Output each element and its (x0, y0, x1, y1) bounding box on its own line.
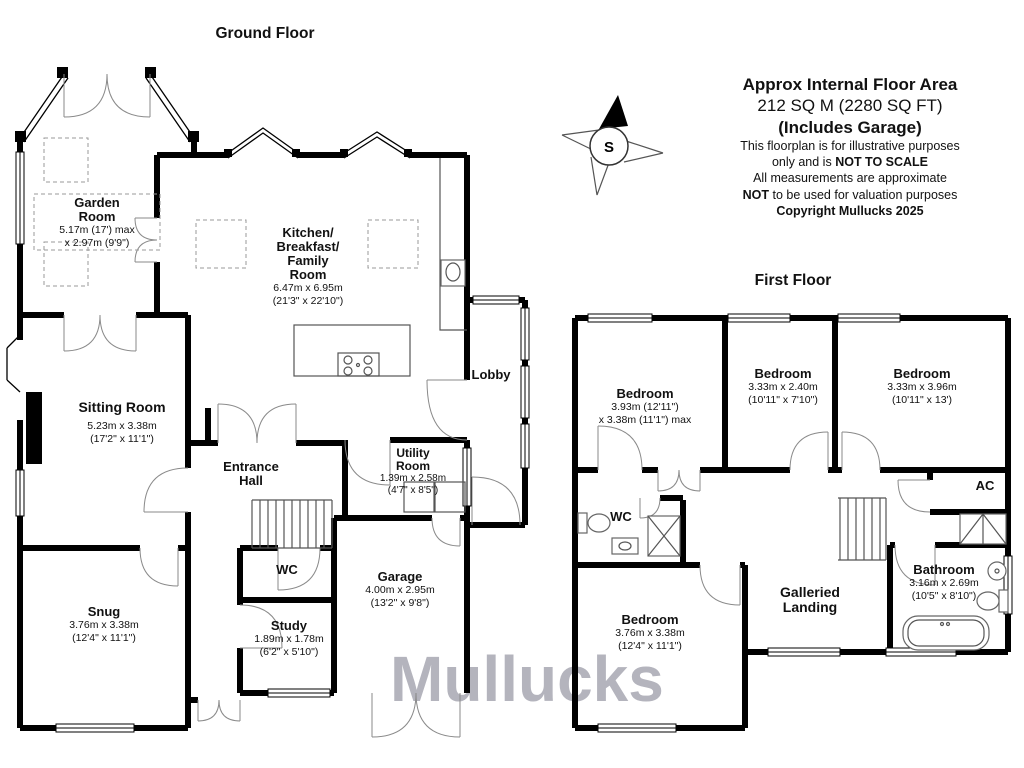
room-label-ac: AC (975, 478, 995, 493)
includes-garage-note: (Includes Garage) (778, 117, 922, 137)
room-dims: 3.93m (12'11") (611, 401, 679, 414)
room-dims: x 3.38m (11'1") max (598, 413, 692, 426)
compass-letter: S (604, 139, 614, 156)
room-label-bedroom-4: Bedroom 3.76m x 3.38m (12'4" x 11'1") (615, 612, 685, 652)
room-label-sitting-room: Sitting Room 5.23m x 3.38m (17'2" x 11'1… (78, 399, 166, 445)
mullucks-watermark: Mullucks (390, 643, 664, 715)
room-name: Bathroom (913, 562, 975, 577)
room-label-kitchen: Kitchen/ Breakfast/ Family Room 6.47m x … (272, 225, 344, 307)
room-dims: (10'5" x 8'10") (911, 589, 977, 602)
room-label-bathroom: Bathroom 3.16m x 2.69m (10'5" x 8'10") (909, 562, 979, 602)
first-floor-fixtures (577, 497, 1009, 651)
ground-floor-plan (6, 67, 530, 738)
room-dims: 3.76m x 3.38m (69, 619, 139, 632)
copyright-line: Copyright Mullucks 2025 (776, 203, 924, 218)
room-dims: (10'11" x 7'10") (748, 393, 818, 406)
room-name: Bedroom (754, 366, 812, 381)
room-dims: 5.23m x 3.38m (87, 420, 157, 433)
room-dims: (13'2" x 9'8") (370, 596, 430, 609)
room-label-bedroom-2: Bedroom 3.33m x 2.40m (10'11" x 7'10") (748, 366, 818, 406)
room-name: AC (975, 478, 995, 493)
room-dims: (21'3" x 22'10") (272, 294, 344, 307)
room-dims: x 2.97m (9'9") (64, 236, 130, 249)
room-dims: 5.17m (17') max (59, 224, 135, 237)
ground-floor-title: Ground Floor (215, 25, 315, 42)
first-floor-doors (597, 425, 936, 606)
wc-basin (611, 537, 639, 555)
room-name: Bedroom (616, 386, 674, 401)
room-name: Bedroom (621, 612, 679, 627)
room-dims: 4.00m x 2.95m (365, 584, 435, 597)
disclaimer-line-2: only and is NOT TO SCALE (771, 155, 929, 169)
hob (337, 352, 380, 377)
room-label-bedroom-1: Bedroom 3.93m (12'11") x 3.38m (11'1") m… (598, 386, 692, 426)
room-name: Galleried Landing (780, 584, 840, 616)
room-label-wc-first: WC (610, 509, 632, 524)
floor-area-heading: Approx Internal Floor Area (742, 75, 958, 94)
bathroom-basin (987, 561, 1007, 581)
room-dims: (10'11" x 13') (891, 393, 953, 406)
room-label-galleried-landing: Galleried Landing (780, 584, 840, 616)
room-label-wc-ground: WC (276, 562, 298, 577)
room-dims: (4'7" x 8'5") (387, 484, 439, 496)
kitchen-sink (440, 259, 466, 287)
bathtub (902, 615, 990, 651)
garden-room-bay-windows (6, 73, 411, 393)
room-name: Entrance Hall (223, 459, 279, 489)
room-dims: (12'4" x 11'1") (72, 631, 136, 644)
first-floor-walls (572, 315, 1011, 731)
room-dims: (6'2" x 5'10") (259, 645, 319, 658)
chimney-breast (26, 392, 42, 464)
room-label-lobby: Lobby (471, 367, 511, 382)
room-label-entrance-hall: Entrance Hall (223, 459, 279, 489)
wc-toilet (587, 513, 611, 533)
room-dims: (17'2" x 11'1") (90, 432, 154, 445)
room-name: Lobby (471, 367, 511, 382)
room-name: Garage (377, 569, 423, 584)
room-dims: 3.33m x 2.40m (748, 381, 818, 394)
room-name: WC (610, 509, 632, 524)
staircase-first (838, 497, 887, 561)
room-name: Kitchen/ Breakfast/ Family Room (276, 225, 340, 283)
first-floor-title: First Floor (754, 272, 832, 289)
room-dims: 1.39m x 2.58m (379, 472, 447, 484)
disclaimer-line-1: This floorplan is for illustrative purpo… (740, 138, 960, 153)
room-dims: (12'4" x 11'1") (618, 639, 682, 652)
room-name: Snug (87, 604, 121, 619)
staircase-ground (251, 499, 333, 549)
ground-floor-doors (63, 73, 521, 738)
room-label-bedroom-3: Bedroom 3.33m x 3.96m (10'11" x 13') (887, 366, 957, 406)
room-label-utility-room: Utility Room 1.39m x 2.58m (4'7" x 8'5") (380, 447, 446, 497)
disclaimer-line-3: All measurements are approximate (753, 171, 947, 186)
room-name: WC (276, 562, 298, 577)
room-label-snug: Snug 3.76m x 3.38m (12'4" x 11'1") (69, 604, 139, 644)
room-dims: 6.47m x 6.95m (273, 282, 343, 295)
first-floor-windows (587, 313, 1013, 733)
compass-rose: S (561, 95, 664, 196)
room-name: Study (270, 618, 308, 633)
bathroom-toilet (976, 591, 1000, 611)
room-label-garden-room: Garden Room 5.17m (17') max x 2.97m (9'9… (59, 195, 135, 249)
disclaimer-line-4: NOT to be used for valuation purposes (742, 187, 958, 202)
ground-floor-fixtures (33, 137, 467, 549)
room-dims: 3.33m x 3.96m (887, 381, 957, 394)
room-label-study: Study 1.89m x 1.78m (6'2" x 5'10") (254, 618, 324, 658)
ground-floor-windows (15, 151, 530, 733)
room-dims: 3.16m x 2.69m (909, 577, 979, 590)
room-name: Bedroom (893, 366, 951, 381)
floor-area-info-box: Approx Internal Floor Area 212 SQ M (228… (689, 74, 1011, 219)
kitchen-island (293, 324, 411, 377)
north-pointer (599, 95, 628, 129)
floor-area-value: 212 SQ M (2280 SQ FT) (757, 96, 943, 116)
room-label-garage: Garage 4.00m x 2.95m (13'2" x 9'8") (365, 569, 435, 609)
room-name: Garden Room (74, 195, 120, 225)
room-dims: 3.76m x 3.38m (615, 627, 685, 640)
room-name: Utility Room (396, 446, 430, 473)
first-floor-plan (572, 313, 1013, 733)
room-dims: 1.89m x 1.78m (254, 633, 324, 646)
room-name: Sitting Room (78, 399, 166, 415)
